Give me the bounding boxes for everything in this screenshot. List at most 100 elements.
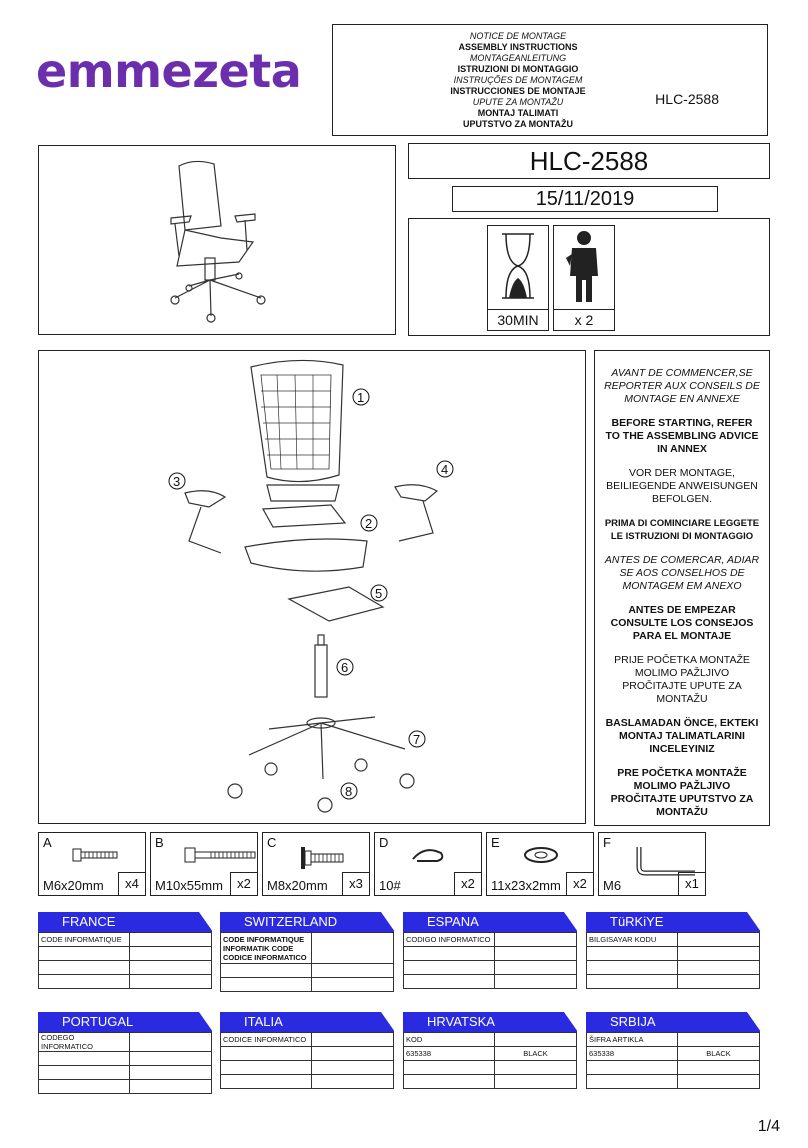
table-row: [586, 974, 760, 989]
table-cell: [677, 960, 760, 975]
table-row: [220, 1060, 394, 1075]
table-cell: [129, 1079, 212, 1094]
table-cell: ŠIFRA ARTIKLA: [586, 1032, 678, 1047]
table-cell: CODIGO INFORMATICO: [403, 932, 495, 947]
table-cell: [129, 1051, 212, 1066]
advice-paragraph: PRE POČETKA MONTAŽE MOLIMO PAŽLJIVO PROČ…: [610, 767, 754, 818]
part-label-2: 2: [365, 516, 372, 531]
notice-line: ASSEMBLY INSTRUCTIONS: [458, 42, 578, 52]
table-cell: [129, 974, 212, 989]
table-row: [220, 963, 394, 978]
allen-key-icon: [636, 847, 695, 876]
table-cell: [38, 1079, 130, 1094]
table-cell: [403, 1060, 495, 1075]
table-row: [220, 1046, 394, 1061]
table-cell: [677, 932, 760, 947]
table-cell: [129, 932, 212, 947]
table-cell: [311, 977, 394, 992]
hardware-qty: x2: [454, 872, 481, 895]
advice-paragraph: PRIJE POČETKA MONTAŽE MOLIMO PAŽLJIVO PR…: [614, 654, 750, 705]
table-cell: [38, 960, 130, 975]
notice-model: HLC-2588: [655, 91, 719, 107]
table-cell: [38, 1065, 130, 1080]
table-cell: [677, 1074, 760, 1089]
persons-label: x 2: [554, 309, 614, 330]
table-cell: [311, 1060, 394, 1075]
table-cell: [220, 1074, 312, 1089]
hardware-letter: E: [491, 835, 500, 850]
table-cell: [494, 1032, 577, 1047]
part-label: 8: [340, 782, 358, 800]
time-box: 30MIN: [487, 225, 549, 331]
advice-paragraph: ANTES DE EMPEZAR CONSULTE LOS CONSEJOS P…: [610, 604, 754, 642]
table-cell: KOD: [403, 1032, 495, 1047]
notice-line: UPUTSTVO ZA MONTAŽU: [463, 119, 573, 129]
table-row: [38, 1051, 212, 1066]
part-label-7: 7: [413, 732, 420, 747]
hardware-qty: x2: [566, 872, 593, 895]
hardware-name: M6: [603, 878, 622, 893]
table-row: [38, 1065, 212, 1080]
table-cell: CODEGO INFORMATICO: [38, 1032, 130, 1052]
hourglass-icon: [502, 233, 534, 299]
table-row: [403, 974, 577, 989]
table-row: [38, 946, 212, 961]
table-cell: [494, 1060, 577, 1075]
part-label-5: 5: [375, 586, 382, 601]
part-label: 4: [436, 460, 454, 478]
table-row: ŠIFRA ARTIKLA: [586, 1032, 760, 1047]
table-cell: [677, 1060, 760, 1075]
table-row: [38, 1079, 212, 1094]
table-cell: [129, 1032, 212, 1052]
table-cell: [38, 1051, 130, 1066]
table-cell: [677, 974, 760, 989]
part-label-4: 4: [441, 462, 448, 477]
part-label: 2: [360, 514, 378, 532]
table-cell: [403, 946, 495, 961]
table-row: [220, 1074, 394, 1089]
part-label-1: 1: [357, 390, 364, 405]
hardware-letter: A: [43, 835, 52, 850]
table-cell: [38, 946, 130, 961]
table-row: [586, 946, 760, 961]
country-name: HRVATSKA: [403, 1012, 578, 1032]
table-cell: [311, 932, 394, 964]
hardware-letter: D: [379, 835, 389, 850]
table-row: CODICE INFORMATICO: [220, 1032, 394, 1047]
clip-ring-icon: [412, 849, 444, 862]
table-row: CODE INFORMATIQUE INFORMATIK CODE CODICE…: [220, 932, 394, 964]
hardware-letter: B: [155, 835, 164, 850]
notice-line: MONTAGEANLEITUNG: [469, 53, 567, 63]
brand-logo: emmezeta: [36, 44, 302, 98]
table-cell: [494, 1074, 577, 1089]
part-label-3: 3: [173, 474, 180, 489]
office-chair-illustration: [170, 160, 266, 323]
country-name: FRANCE: [38, 912, 213, 932]
advice-paragraph: BEFORE STARTING, REFER TO THE ASSEMBLING…: [605, 417, 759, 455]
product-image-box: [38, 145, 396, 335]
table-cell: [403, 974, 495, 989]
table-cell: [494, 960, 577, 975]
table-cell: [220, 1046, 312, 1061]
part-label: 1: [352, 388, 370, 406]
table-cell: [311, 963, 394, 978]
page-number: 1/4: [757, 1118, 780, 1135]
hardware-qty: x3: [342, 872, 369, 895]
table-row: BILGISAYAR KODU: [586, 932, 760, 947]
table-cell: [494, 974, 577, 989]
notice-line: ISTRUZIONI DI MONTAGGIO: [457, 64, 579, 74]
table-cell: [129, 1065, 212, 1080]
table-cell: [129, 946, 212, 961]
